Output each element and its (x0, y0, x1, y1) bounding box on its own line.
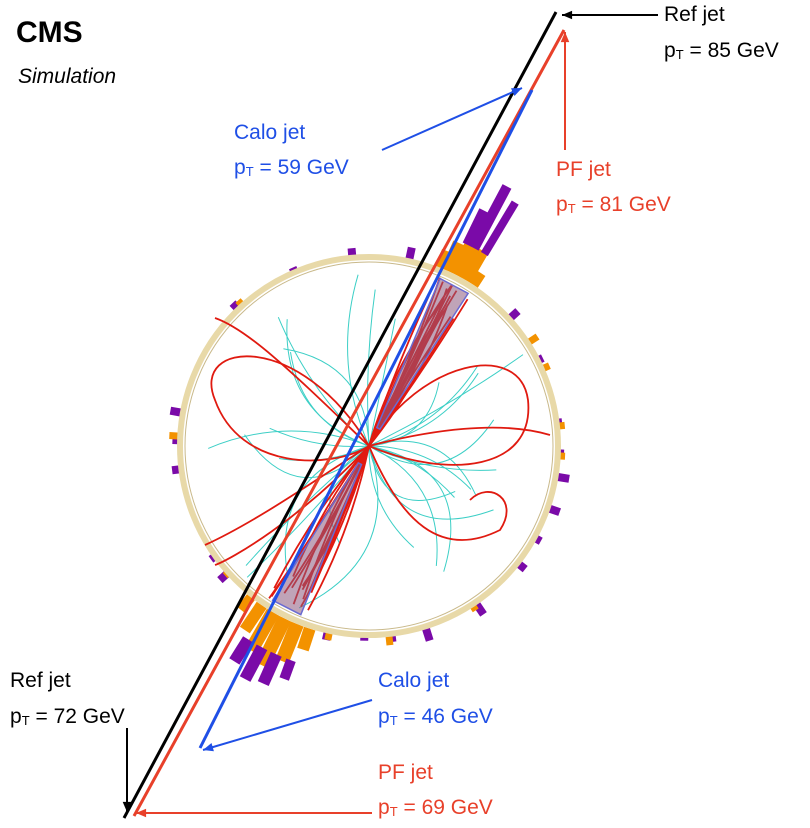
soft-track (368, 445, 438, 566)
simulation-subtitle: Simulation (18, 65, 117, 88)
calo-jet-bottom-arrow (202, 699, 373, 751)
soft-track (244, 434, 370, 478)
hcal-tower (169, 406, 183, 417)
hcal-tower-jet-bottom (279, 658, 296, 681)
calo-jet-bottom-arrow-head (203, 743, 214, 752)
hcal-tower (555, 472, 570, 483)
charged-track-jet-bottom (307, 445, 370, 611)
jet-axes (122, 11, 566, 819)
ref-jet-axis (122, 11, 558, 819)
jet-cone-top (375, 277, 470, 431)
pf-jet-bottom-label: PF jet (378, 761, 433, 784)
calo-jet-top-arrow-head (511, 88, 522, 96)
soft-track (368, 445, 455, 498)
soft-track (368, 382, 440, 447)
ecal-tower-jet-top (469, 270, 486, 288)
experiment-title: CMS (16, 16, 83, 49)
hcal-tower (405, 246, 416, 262)
ref-jet-top-label: Ref jet (664, 3, 725, 26)
charged-track (204, 445, 370, 546)
pf-jet-top-arrow-head (560, 32, 570, 43)
hcal-tower (421, 626, 434, 642)
ecal-tower-jet-top (458, 246, 489, 284)
label-arrows (122, 10, 658, 818)
hcal-tower-jet-bottom (257, 651, 282, 686)
ecal-tower-jet-bottom (239, 601, 267, 634)
looper-track (368, 364, 530, 466)
soft-track (208, 430, 370, 449)
soft-track (367, 289, 376, 447)
soft-track (368, 365, 479, 447)
pf-jet-top-pt: pT = 81 GeV (556, 193, 671, 216)
hcal-tower-jet-top (469, 184, 512, 251)
calo-jet-bottom-label: Calo jet (378, 669, 450, 692)
charged-track (368, 426, 551, 447)
jet-cone-bottom (271, 462, 363, 616)
pf-jet-top-label: PF jet (556, 158, 611, 181)
ref-jet-bottom-pt: pT = 72 GeV (10, 705, 125, 728)
ref-jet-top-arrow-head (562, 10, 573, 20)
hcal-tower (533, 534, 543, 545)
ref-jet-bottom-arrow-head (122, 801, 132, 812)
hcal-tower-jet-top (462, 208, 489, 247)
hcal-tower-jet-top (480, 200, 519, 257)
soft-track (286, 319, 370, 447)
charged-track (214, 317, 370, 447)
soft-track (269, 427, 370, 447)
calo-jet-top-label: Calo jet (234, 121, 306, 144)
soft-track (368, 354, 524, 447)
soft-track (368, 445, 452, 572)
soft-track (368, 445, 415, 548)
ecal-tower-jet-bottom (237, 594, 255, 613)
ecal-tower-jet-bottom (297, 626, 316, 652)
calo-jet-top-pt: pT = 59 GeV (234, 156, 349, 179)
hcal-tower-jet-bottom (229, 636, 254, 665)
calo-jet-bottom-pt: pT = 46 GeV (378, 705, 493, 728)
soft-track (283, 348, 370, 447)
soft-track (368, 445, 472, 490)
ref-jet-top-pt: pT = 85 GeV (664, 39, 779, 62)
jet-cones (271, 277, 470, 616)
looper-track (368, 445, 508, 541)
pf-jet-bottom-pt: pT = 69 GeV (378, 796, 493, 819)
outer-ring (177, 254, 561, 638)
soft-track (368, 318, 396, 447)
calo-jet-top-arrow (381, 87, 523, 151)
charged-track (214, 445, 370, 566)
soft-track (298, 445, 379, 609)
pf-jet-bottom-arrow-head (136, 808, 147, 818)
ecal-tower-jet-bottom (275, 621, 304, 664)
hcal-tower-jet-bottom (239, 644, 268, 682)
calo-jet-axis (198, 89, 534, 749)
soft-track (368, 445, 494, 520)
pf-jet-axis (132, 29, 566, 817)
ref-jet-bottom-label: Ref jet (10, 669, 71, 692)
